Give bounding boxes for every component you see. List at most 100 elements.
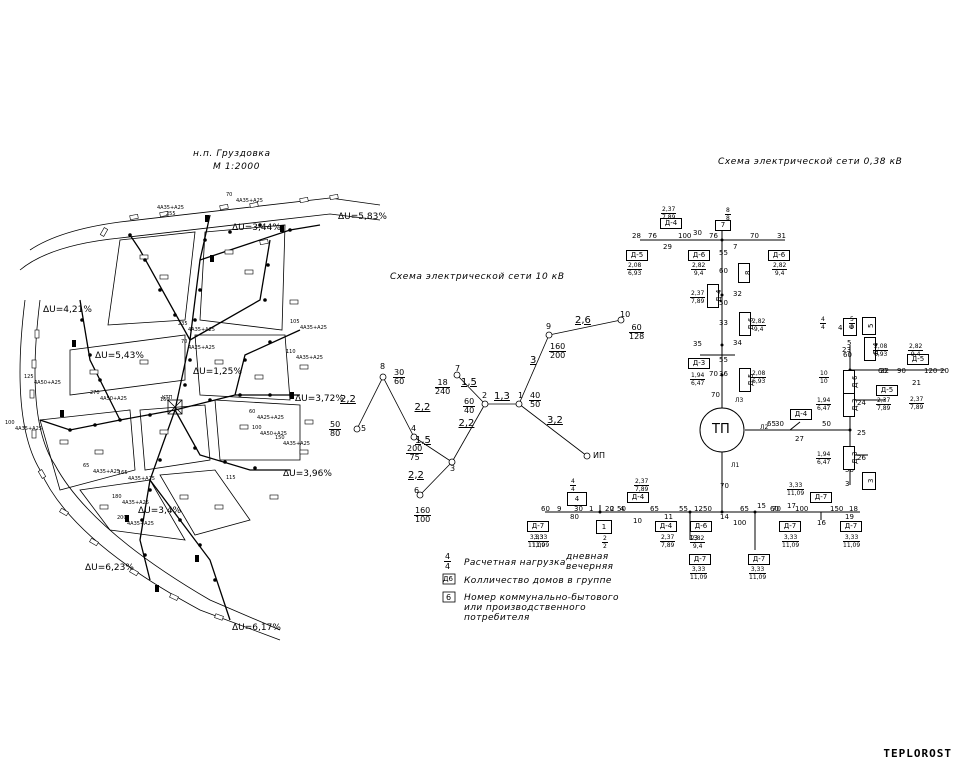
consumer-group-box: 3 (862, 472, 876, 490)
net038-label: 35 (693, 340, 702, 348)
load-evening: 11,09 (843, 542, 861, 549)
load-evening: 8 (726, 215, 730, 222)
consumer-group-box: Д-5 (739, 368, 755, 392)
net10-node-number: 7 (455, 364, 461, 373)
house-markers (29, 193, 339, 621)
net10-node-number: 9 (546, 322, 552, 331)
map-label: 150 (275, 435, 285, 441)
load-evening: 7,89 (662, 214, 676, 221)
feeder-l1: Л1 (731, 462, 740, 469)
consumer-group-box: Д-6 (739, 312, 755, 336)
net038-label: 12 (694, 505, 703, 513)
consumer-group-box: 4 (567, 492, 587, 506)
consumer-group-box: Д-5 (907, 354, 929, 365)
load-day: 2,37 (690, 290, 706, 298)
net038-label: 20 (605, 505, 614, 513)
net038-label: 50 (719, 299, 728, 307)
load-day: 2,37 (876, 397, 892, 405)
consumer-group-box: Д-5 (626, 250, 648, 261)
load-evening: 6,93 (752, 378, 766, 385)
map-label: 4А25+А25 (257, 415, 284, 421)
load-day: 2,37 (661, 206, 677, 214)
net038-label: 70 (750, 232, 759, 240)
net038-label: 80 (570, 513, 579, 521)
load-day: 160 (549, 342, 567, 352)
net038-label: 1 (589, 505, 594, 513)
load-day: 3,33 (787, 482, 805, 490)
map-label: 4А35+А25 (127, 521, 154, 527)
consumer-group-box: Д-3 (688, 358, 710, 369)
net10-node-number: ИП (593, 451, 605, 460)
legend-consumer-text3: потребителя (464, 613, 530, 623)
load-evening: 7,89 (691, 298, 705, 305)
net038-label: 70 (711, 391, 720, 399)
consumer-group-box: 8 (738, 263, 752, 283)
load-evening: 40 (464, 406, 475, 415)
load-evening: 9,4 (692, 543, 703, 550)
net038-label: 22 (880, 367, 889, 375)
net10-node-number: 1 (518, 391, 524, 400)
net10-node (416, 491, 424, 499)
net038-label: 30 (775, 420, 784, 428)
map-label: 4А35+А25 (128, 476, 155, 482)
net10-node (617, 316, 625, 324)
voltage-drop: ΔU=5,43% (95, 351, 144, 361)
load-evening: 11,09 (787, 490, 805, 497)
legend-houses-text: Колличество домов в группе (464, 576, 612, 586)
load-day: 8 (725, 207, 731, 215)
load-day: 1,94 (690, 372, 706, 380)
load-day: 18 (435, 379, 451, 388)
load-evening: 9,4 (693, 270, 704, 277)
map-label: 4А35+А25 (283, 441, 310, 447)
load-evening: 7,89 (635, 486, 649, 493)
consumer-group-box: Д-7 (527, 521, 549, 532)
net10-node (515, 400, 523, 408)
load-day: 30 (393, 368, 406, 378)
consumer-group-box: Д-7 (810, 492, 832, 503)
map-label: 70 (181, 339, 188, 345)
consumer-group-box: Д-6 (690, 521, 712, 532)
load-day: 60 (463, 397, 476, 407)
load-day: 2,82 (751, 318, 767, 326)
net038-label: 50 (822, 420, 831, 428)
map-label: 4А35+А25 (15, 426, 42, 432)
net10-edge (413, 436, 453, 463)
net038-label: 60 (843, 351, 852, 359)
load-evening: 5 (850, 324, 854, 331)
net10-node (353, 425, 361, 433)
net038-label: 150 (830, 505, 844, 513)
map-label: 4А35+А25 (300, 325, 327, 331)
load-day: 2,37 (634, 478, 650, 486)
load-day: 5 (849, 316, 855, 324)
net10-node-number: 4 (411, 424, 417, 433)
consumer-group-box: Д-7 (748, 554, 770, 565)
net038-label: 24 (857, 400, 866, 407)
scale-label: М 1:2000 (213, 162, 261, 172)
net038-label: 34 (733, 339, 742, 347)
net10-node-number: 3 (450, 464, 456, 473)
net038-label: 20 (940, 367, 949, 375)
net10-edge-length: 2,2 (408, 469, 424, 481)
net10-lines (356, 319, 622, 496)
map-label: 4А50+А25 (260, 431, 287, 437)
load-evening: 75 (409, 453, 420, 462)
load-evening: 200 (550, 351, 566, 360)
net038-label: 55 (719, 356, 728, 364)
net10-edge (419, 461, 453, 496)
load-evening: 9,4 (774, 270, 785, 277)
net038-label: 28 (632, 232, 641, 240)
load-evening: 6,47 (817, 459, 831, 466)
net038-label: 4 (838, 324, 843, 332)
load-evening: 9,4 (910, 351, 921, 358)
map-label: 70 (226, 192, 233, 198)
